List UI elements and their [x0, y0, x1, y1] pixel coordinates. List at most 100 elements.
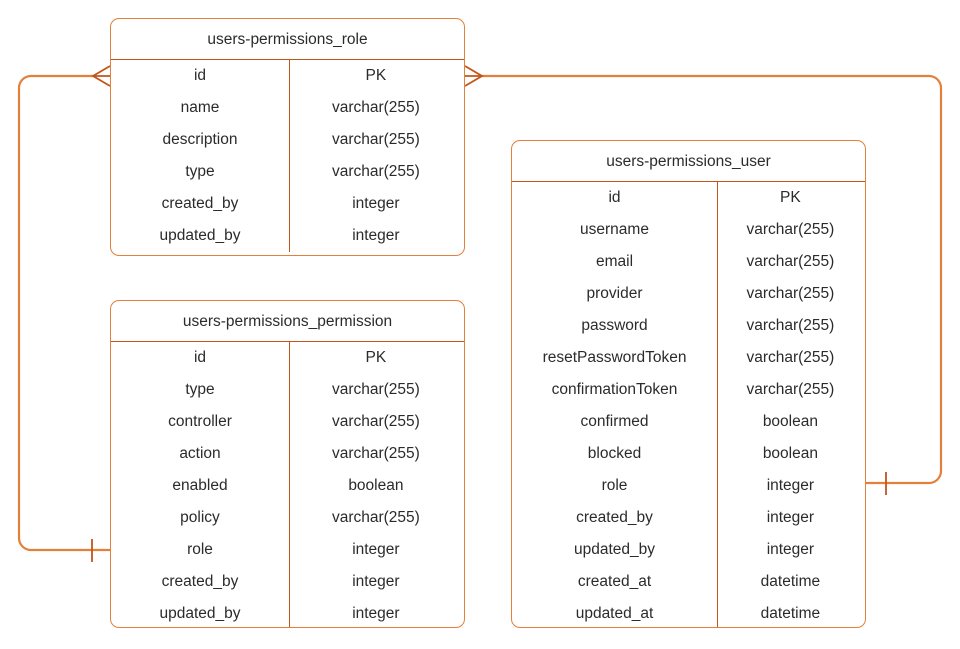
entity-title: users-permissions_role	[111, 19, 464, 60]
field-type: integer	[352, 195, 400, 212]
column-divider	[717, 182, 718, 627]
field-type: PK	[365, 67, 387, 84]
field-type: boolean	[348, 477, 404, 494]
crowsfoot-many-role-right	[464, 65, 484, 87]
field-row[interactable]: created_by integer	[111, 188, 464, 220]
field-name: provider	[586, 285, 643, 302]
column-divider	[289, 342, 290, 627]
crowsfoot-many-role-left	[91, 65, 111, 87]
field-type: integer	[352, 573, 400, 590]
entity-title: users-permissions_user	[512, 141, 865, 182]
field-name: email	[595, 253, 634, 270]
field-name: updated_by	[159, 227, 241, 244]
field-type: integer	[766, 477, 815, 494]
field-row[interactable]: created_at datetime	[512, 566, 865, 598]
field-type: varchar(255)	[746, 349, 835, 366]
field-name: updated_by	[573, 541, 656, 558]
field-row[interactable]: description varchar(255)	[111, 124, 464, 156]
field-row[interactable]: email varchar(255)	[512, 246, 865, 278]
field-name: updated_by	[159, 605, 241, 622]
field-name: role	[601, 477, 628, 494]
field-name: policy	[180, 509, 220, 526]
field-row[interactable]: created_by integer	[512, 502, 865, 534]
field-type: varchar(255)	[331, 163, 420, 180]
field-row[interactable]: role integer	[111, 534, 464, 566]
field-row[interactable]: id PK	[512, 182, 865, 214]
field-name: username	[580, 221, 649, 238]
field-type: varchar(255)	[331, 445, 420, 462]
field-name: action	[179, 445, 221, 462]
field-name: id	[193, 67, 207, 84]
field-type: datetime	[760, 573, 821, 590]
entity-title: users-permissions_permission	[111, 301, 464, 342]
field-type: integer	[766, 509, 815, 526]
field-row[interactable]: updated_by integer	[111, 598, 464, 627]
field-type: varchar(255)	[746, 381, 835, 398]
field-row[interactable]: policy varchar(255)	[111, 502, 464, 534]
field-row[interactable]: updated_at datetime	[512, 598, 865, 627]
field-name: password	[581, 317, 648, 334]
field-row[interactable]: id PK	[111, 342, 464, 374]
field-name: resetPasswordToken	[542, 349, 687, 366]
field-type: varchar(255)	[331, 131, 420, 148]
field-row[interactable]: blocked boolean	[512, 438, 865, 470]
field-row[interactable]: action varchar(255)	[111, 438, 464, 470]
field-row[interactable]: updated_by integer	[512, 534, 865, 566]
entity-fields: id PK type varchar(255) controller varch…	[111, 342, 464, 627]
field-name: type	[185, 381, 215, 398]
field-type: varchar(255)	[746, 221, 835, 238]
field-type: varchar(255)	[331, 381, 420, 398]
field-name: id	[193, 349, 207, 366]
field-row[interactable]: name varchar(255)	[111, 92, 464, 124]
field-row[interactable]: provider varchar(255)	[512, 278, 865, 310]
field-row[interactable]: enabled boolean	[111, 470, 464, 502]
field-row[interactable]: resetPasswordToken varchar(255)	[512, 342, 865, 374]
entity-fields: id PK username varchar(255) email varcha…	[512, 182, 865, 627]
field-name: role	[187, 541, 213, 558]
field-name: type	[185, 163, 215, 180]
field-name: enabled	[172, 477, 228, 494]
field-row[interactable]: created_by integer	[111, 566, 464, 598]
field-row[interactable]: password varchar(255)	[512, 310, 865, 342]
field-row[interactable]: id PK	[111, 60, 464, 92]
field-row[interactable]: type varchar(255)	[111, 156, 464, 188]
column-divider	[289, 60, 290, 252]
field-type: integer	[352, 227, 400, 244]
field-row[interactable]: updated_by integer	[111, 220, 464, 252]
field-type: varchar(255)	[746, 253, 835, 270]
field-row[interactable]: controller varchar(255)	[111, 406, 464, 438]
field-type: boolean	[762, 413, 818, 430]
field-row[interactable]: confirmed boolean	[512, 406, 865, 438]
connector-permission-role	[17, 74, 110, 552]
entity-fields: id PK name varchar(255) description varc…	[111, 60, 464, 252]
entity-users-permissions_role[interactable]: users-permissions_role id PK name varcha…	[110, 18, 465, 256]
field-name: updated_at	[575, 605, 654, 622]
field-type: boolean	[762, 445, 818, 462]
field-name: created_by	[576, 509, 653, 526]
field-row[interactable]: role integer	[512, 470, 865, 502]
field-type: integer	[352, 541, 400, 558]
field-type: varchar(255)	[331, 99, 420, 116]
field-name: confirmationToken	[551, 381, 678, 398]
entity-users-permissions_permission[interactable]: users-permissions_permission id PK type …	[110, 300, 465, 628]
field-name: id	[608, 189, 621, 206]
field-name: name	[180, 99, 220, 116]
entity-users-permissions_user[interactable]: users-permissions_user id PK username va…	[511, 140, 866, 628]
field-type: varchar(255)	[331, 413, 420, 430]
field-name: confirmed	[580, 413, 649, 430]
field-row[interactable]: type varchar(255)	[111, 374, 464, 406]
field-row[interactable]: confirmationToken varchar(255)	[512, 374, 865, 406]
field-name: created_by	[161, 573, 239, 590]
field-type: varchar(255)	[331, 509, 420, 526]
field-name: controller	[168, 413, 232, 430]
field-name: blocked	[587, 445, 642, 462]
field-type: datetime	[760, 605, 821, 622]
field-row[interactable]: username varchar(255)	[512, 214, 865, 246]
field-type: integer	[766, 541, 815, 558]
field-name: created_at	[577, 573, 652, 590]
field-name: created_by	[161, 195, 239, 212]
field-type: PK	[780, 189, 801, 206]
field-type: integer	[352, 605, 400, 622]
field-type: varchar(255)	[746, 285, 835, 302]
